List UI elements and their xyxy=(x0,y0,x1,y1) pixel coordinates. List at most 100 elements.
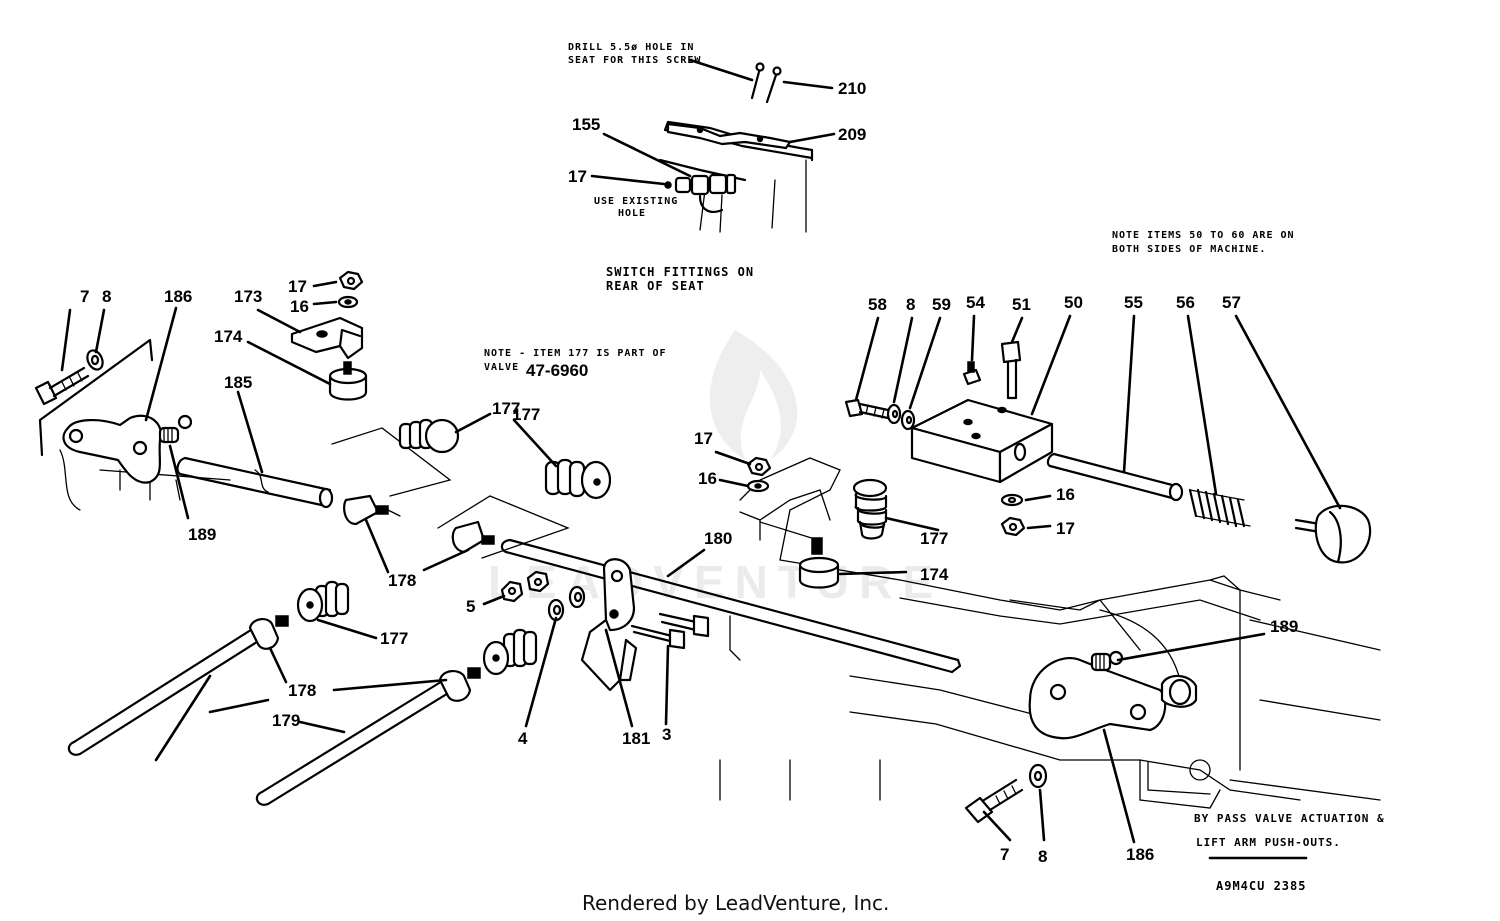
left-mount-assembly xyxy=(34,338,231,511)
callout-17: 17 xyxy=(568,167,587,186)
leader-lines xyxy=(60,58,1342,860)
seat-switch-assembly xyxy=(658,62,814,233)
callout-17: 17 xyxy=(288,277,307,296)
spring-56 xyxy=(1188,488,1251,528)
callout-210: 210 xyxy=(838,79,866,98)
drawing-code: A9M4CU 2385 xyxy=(1216,879,1306,893)
grease-fitting-54 xyxy=(962,361,982,386)
knob-57 xyxy=(1294,504,1372,564)
callout-7: 7 xyxy=(80,287,89,306)
callout-7: 7 xyxy=(1000,845,1009,864)
callout-179: 179 xyxy=(272,711,300,730)
rod-179-b xyxy=(255,667,481,806)
screw-210 xyxy=(750,62,782,104)
watermark-text: LEADVENTURE xyxy=(488,556,943,608)
bracket-181 xyxy=(580,558,638,692)
fitting-178-center xyxy=(343,494,401,526)
note-items-line2: BOTH SIDES OF MACHINE. xyxy=(1112,244,1266,255)
note-valve-line1: NOTE - ITEM 177 IS PART OF xyxy=(484,348,667,359)
washer-16-center xyxy=(746,479,770,493)
callout-177: 177 xyxy=(512,405,540,424)
callout-17: 17 xyxy=(694,429,713,448)
callout-16: 16 xyxy=(698,469,717,488)
note-valve-number: 47-6960 xyxy=(526,361,588,380)
callout-181: 181 xyxy=(622,729,650,748)
bolt-58 xyxy=(844,398,890,420)
lever-plate-186-right xyxy=(1028,657,1198,740)
callout-5: 5 xyxy=(466,597,475,616)
block-50 xyxy=(910,398,1054,484)
callout-209: 209 xyxy=(838,125,866,144)
note-existing-line1: USE EXISTING xyxy=(594,196,678,207)
bolt-51 xyxy=(1000,340,1022,400)
grease-fitting-189-left xyxy=(158,414,193,444)
callout-8: 8 xyxy=(102,287,111,306)
callout-58: 58 xyxy=(868,295,887,314)
note-existing-line2: HOLE xyxy=(618,208,646,219)
rod-179-a xyxy=(67,615,289,756)
note-valve-line2: VALVE xyxy=(484,362,519,373)
callout-177: 177 xyxy=(920,529,948,548)
callout-55: 55 xyxy=(1124,293,1143,312)
bracket-209 xyxy=(666,122,792,150)
bracket-173-group xyxy=(290,270,368,401)
valve-spring-177-d xyxy=(482,628,538,676)
valve-spring-177-b xyxy=(544,458,612,500)
callout-17: 17 xyxy=(1056,519,1075,538)
callout-51: 51 xyxy=(1012,295,1031,314)
bolt-7-left xyxy=(34,366,90,406)
footer-credit: Rendered by LeadVenture, Inc. xyxy=(582,891,889,915)
nut-17-top xyxy=(338,270,364,291)
note-switch-line2: REAR OF SEAT xyxy=(606,279,705,293)
washer-16-right xyxy=(1000,493,1024,507)
rod-185 xyxy=(176,456,334,509)
leadventure-watermark: LEADVENTURE xyxy=(488,330,943,608)
washer-16-top xyxy=(337,295,359,309)
callout-numbers: 210 209 155 17 7 8 186 173 17 16 174 185… xyxy=(80,79,1298,866)
note-drill-line1: DRILL 5.5ø HOLE IN xyxy=(568,42,694,53)
drawing-notes: DRILL 5.5ø HOLE IN SEAT FOR THIS SCREW U… xyxy=(484,42,1385,893)
callout-177: 177 xyxy=(380,629,408,648)
machine-frame xyxy=(719,457,1381,809)
callout-155: 155 xyxy=(572,115,600,134)
note-bypass-line2: LIFT ARM PUSH-OUTS. xyxy=(1196,836,1341,849)
callout-186: 186 xyxy=(1126,845,1154,864)
note-items-line1: NOTE ITEMS 50 TO 60 ARE ON xyxy=(1112,230,1295,241)
callout-189: 189 xyxy=(1270,617,1298,636)
callout-173: 173 xyxy=(234,287,262,306)
washers-8-59 xyxy=(886,403,916,431)
callout-174: 174 xyxy=(214,327,243,346)
nut-17-right xyxy=(1000,516,1026,537)
tube-55 xyxy=(1046,452,1184,502)
note-bypass-line1: BY PASS VALVE ACTUATION & xyxy=(1194,812,1385,825)
valve-spring-177-c xyxy=(296,580,350,623)
fitting-178-right xyxy=(451,520,495,554)
callout-4: 4 xyxy=(518,729,528,748)
note-switch-line1: SWITCH FITTINGS ON xyxy=(606,265,754,279)
callout-56: 56 xyxy=(1176,293,1195,312)
valve-spring-177-e xyxy=(852,478,888,540)
callout-8: 8 xyxy=(1038,847,1047,866)
callout-180: 180 xyxy=(704,529,732,548)
nut-5 xyxy=(500,580,524,603)
callout-59: 59 xyxy=(932,295,951,314)
lever-plate-186-left xyxy=(62,414,163,484)
callout-177: 177 xyxy=(492,399,520,418)
nuts-155 xyxy=(664,173,737,196)
note-drill-line2: SEAT FOR THIS SCREW xyxy=(568,55,701,66)
callout-16: 16 xyxy=(290,297,309,316)
callout-185: 185 xyxy=(224,373,252,392)
callout-3: 3 xyxy=(662,725,671,744)
washer-8-right xyxy=(1028,763,1048,789)
callout-57: 57 xyxy=(1222,293,1241,312)
callout-186: 186 xyxy=(164,287,192,306)
callout-16: 16 xyxy=(1056,485,1075,504)
rubber-mount-174-top xyxy=(328,361,368,401)
bracket-173 xyxy=(290,316,364,360)
callout-178: 178 xyxy=(388,571,416,590)
bolts-3 xyxy=(630,612,710,650)
rubber-mount-174-center xyxy=(759,521,840,589)
bolt-7-right xyxy=(964,778,1024,824)
washer-8-left xyxy=(86,349,104,371)
